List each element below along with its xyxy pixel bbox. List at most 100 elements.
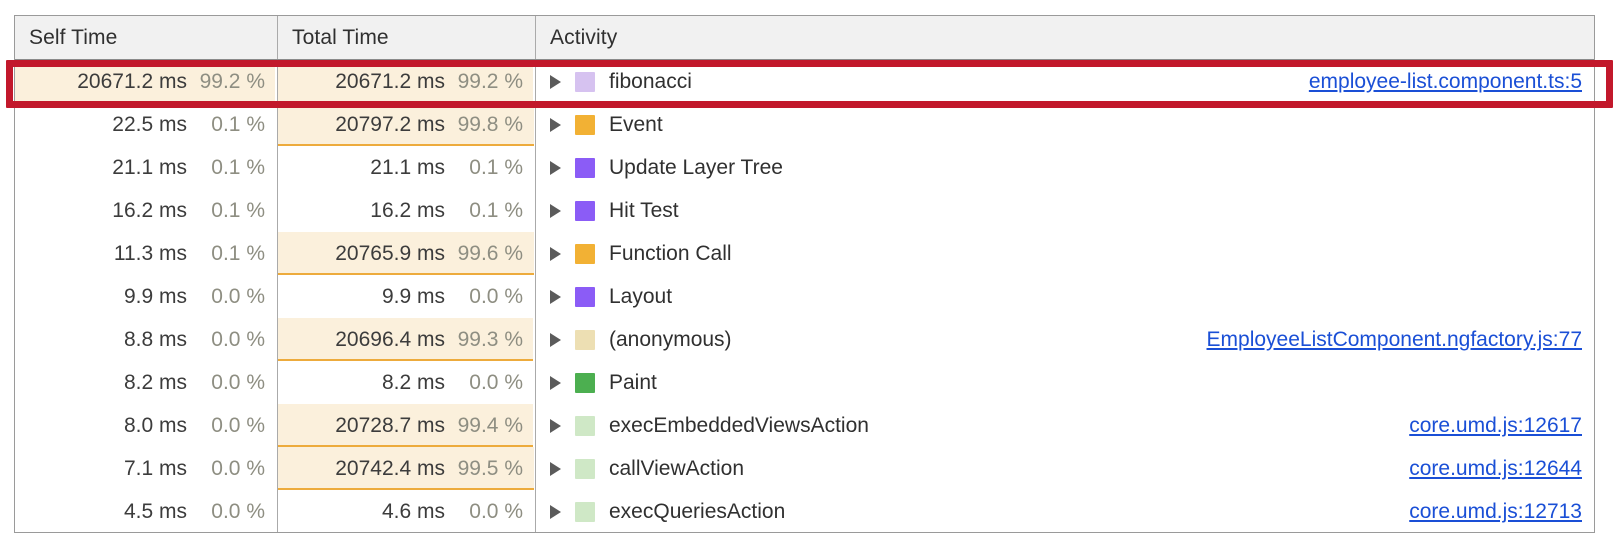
total-time-percent-bar (278, 404, 534, 447)
total-time-ms: 20742.4 ms (335, 456, 445, 480)
source-location-link[interactable]: core.umd.js:12644 (1409, 456, 1582, 480)
self-time-ms: 20671.2 ms (77, 69, 187, 93)
activity-label: callViewAction (609, 456, 745, 480)
swatch-rendering-icon (575, 286, 595, 307)
column-header-activity-label: Activity (550, 25, 618, 49)
chevron-right-icon[interactable] (550, 74, 561, 89)
self-time-ms: 8.8 ms (123, 327, 187, 351)
activity-label: fibonacci (609, 69, 692, 93)
column-header-total-time[interactable]: Total Time (278, 16, 536, 59)
total-time-percent: 0.0 % (469, 370, 523, 394)
chevron-right-icon[interactable] (550, 418, 561, 433)
activity-label: Paint (609, 370, 657, 394)
source-location-link[interactable]: core.umd.js:12713 (1409, 499, 1582, 523)
chevron-right-icon[interactable] (550, 289, 561, 304)
cell-activity: execEmbeddedViewsAction core.umd.js:12617 (536, 404, 1594, 447)
total-time-percent-bar (278, 103, 535, 146)
cell-activity: Function Call (536, 232, 1594, 275)
self-time-ms: 21.1 ms (112, 155, 187, 179)
swatch-angular-icon (575, 501, 595, 522)
cell-self-time: 8.2 ms 0.0 % (15, 361, 278, 404)
activity-label: (anonymous) (609, 327, 732, 351)
self-time-ms: 11.3 ms (113, 241, 187, 265)
swatch-painting-icon (575, 372, 595, 393)
source-location-link[interactable]: EmployeeListComponent.ngfactory.js:77 (1206, 327, 1582, 351)
self-time-percent: 0.1 % (211, 241, 265, 265)
total-time-percent: 99.3 % (457, 327, 523, 351)
column-header-self-time[interactable]: Self Time (15, 16, 278, 59)
chevron-right-icon[interactable] (550, 504, 561, 519)
chevron-right-icon[interactable] (550, 203, 561, 218)
chevron-right-icon[interactable] (550, 461, 561, 476)
chevron-right-icon[interactable] (550, 160, 561, 175)
self-time-percent: 0.0 % (211, 456, 265, 480)
cell-activity: callViewAction core.umd.js:12644 (536, 447, 1594, 490)
self-time-ms: 8.2 ms (123, 370, 187, 394)
cell-activity: (anonymous) EmployeeListComponent.ngfacto… (536, 318, 1594, 361)
column-header-total-time-label: Total Time (292, 25, 389, 49)
column-header-activity[interactable]: Activity (536, 16, 1594, 59)
self-time-percent: 0.1 % (211, 112, 265, 136)
self-time-percent: 0.0 % (211, 284, 265, 308)
source-location-link[interactable]: employee-list.component.ts:5 (1308, 69, 1582, 93)
cell-total-time: 20742.4 ms 99.5 % (278, 447, 536, 490)
cell-self-time: 7.1 ms 0.0 % (15, 447, 278, 490)
chevron-right-icon[interactable] (550, 332, 561, 347)
total-time-percent: 0.1 % (469, 155, 523, 179)
cell-activity: execQueriesAction core.umd.js:12713 (536, 490, 1594, 532)
activity-label: execQueriesAction (609, 499, 786, 523)
cell-activity: Event (536, 103, 1594, 146)
cell-self-time: 11.3 ms 0.1 % (15, 232, 278, 275)
total-time-percent-bar (278, 318, 534, 361)
total-time-ms: 16.2 ms (370, 198, 445, 222)
total-time-percent: 99.5 % (457, 456, 523, 480)
self-time-values: 8.2 ms 0.0 % (15, 361, 277, 404)
self-time-ms: 7.1 ms (123, 456, 187, 480)
total-time-ms: 9.9 ms (381, 284, 445, 308)
cell-activity: fibonacci employee-list.component.ts:5 (536, 60, 1594, 103)
total-time-percent: 99.4 % (457, 413, 523, 437)
chevron-right-icon[interactable] (550, 375, 561, 390)
table-row[interactable]: 7.1 ms 0.0 % 20742.4 ms 99.5 % callViewActio… (15, 447, 1594, 490)
activity-label: execEmbeddedViewsAction (609, 413, 869, 437)
self-time-ms: 9.9 ms (123, 284, 187, 308)
source-location-link[interactable]: core.umd.js:12617 (1409, 413, 1582, 437)
cell-activity: Paint (536, 361, 1594, 404)
self-time-percent: 0.0 % (211, 370, 265, 394)
cell-activity: Hit Test (536, 189, 1594, 232)
total-time-percent: 99.2 % (457, 69, 523, 93)
chevron-right-icon[interactable] (550, 117, 561, 132)
chevron-right-icon[interactable] (550, 246, 561, 261)
swatch-rendering-icon (575, 157, 595, 178)
